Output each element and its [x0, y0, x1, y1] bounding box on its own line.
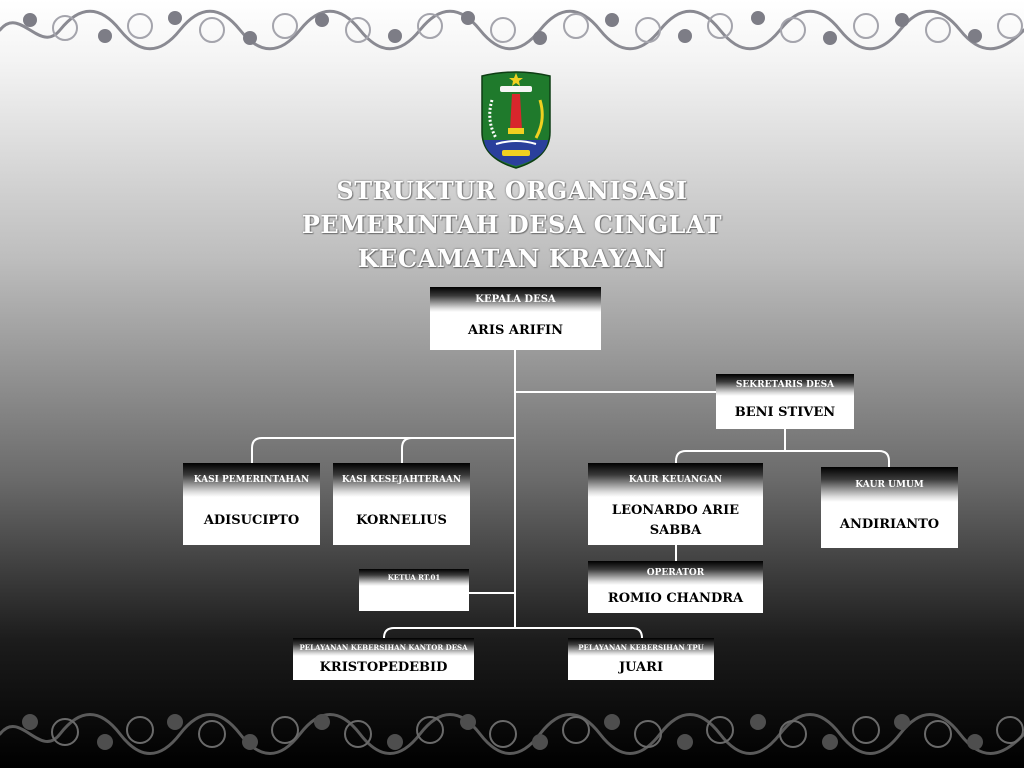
operator-name: ROMIO CHANDRA: [588, 585, 763, 613]
kaur-umum-title: KAUR UMUM: [821, 467, 958, 502]
emblem-tower: [510, 94, 522, 130]
kaur-keuangan-name: LEONARDO ARIE SABBA: [588, 497, 763, 545]
pelayanan-kantor-box: PELAYANAN KEBERSIHAN KANTOR DESA KRISTOP…: [293, 638, 474, 680]
title-line-1: STRUKTUR ORGANISASI: [336, 176, 688, 205]
kasi-kesejahteraan-box: KASI KESEJAHTERAAN KORNELIUS: [333, 463, 470, 545]
pelayanan-kantor-name: KRISTOPEDEBID: [293, 656, 474, 680]
pelayanan-tpu-name: JUARI: [568, 656, 714, 680]
title-line-2: PEMERINTAH DESA CINGLAT: [301, 210, 723, 239]
sekretaris-desa-name: BENI STIVEN: [716, 396, 854, 429]
kepala-desa-title: KEPALA DESA: [430, 287, 601, 312]
kaur-umum-box: KAUR UMUM ANDIRIANTO: [821, 467, 958, 548]
operator-box: OPERATOR ROMIO CHANDRA: [588, 561, 763, 613]
sekretaris-desa-box: SEKRETARIS DESA BENI STIVEN: [716, 374, 854, 429]
top-ornament-border: [0, 9, 1024, 51]
regency-emblem: [481, 71, 551, 169]
kaur-keuangan-box: KAUR KEUANGAN LEONARDO ARIE SABBA: [588, 463, 763, 545]
kaur-umum-name: ANDIRIANTO: [821, 502, 958, 548]
title-line-3: KECAMATAN KRAYAN: [357, 244, 667, 273]
ketua-rt-name: [359, 586, 469, 611]
ketua-rt-box: KETUA RT.01: [359, 569, 469, 611]
kepala-desa-name: ARIS ARIFIN: [430, 312, 601, 350]
sekretaris-desa-title: SEKRETARIS DESA: [716, 374, 854, 396]
pelayanan-tpu-title: PELAYANAN KEBERSIHAN TPU: [568, 638, 714, 656]
kaur-keuangan-title: KAUR KEUANGAN: [588, 463, 763, 497]
kasi-kesejahteraan-title: KASI KESEJAHTERAAN: [333, 463, 470, 497]
pelayanan-kantor-title: PELAYANAN KEBERSIHAN KANTOR DESA: [293, 638, 474, 656]
pelayanan-tpu-box: PELAYANAN KEBERSIHAN TPU JUARI: [568, 638, 714, 680]
kepala-desa-box: KEPALA DESA ARIS ARIFIN: [430, 287, 601, 350]
operator-title: OPERATOR: [588, 561, 763, 585]
bottom-ornament-border: [0, 713, 1024, 755]
emblem-star-icon: [509, 73, 523, 86]
kasi-pemerintahan-title: KASI PEMERINTAHAN: [183, 463, 320, 497]
ketua-rt-title: KETUA RT.01: [359, 569, 469, 586]
kasi-kesejahteraan-name: KORNELIUS: [333, 497, 470, 545]
kasi-pemerintahan-name: ADISUCIPTO: [183, 497, 320, 545]
kasi-pemerintahan-box: KASI PEMERINTAHAN ADISUCIPTO: [183, 463, 320, 545]
